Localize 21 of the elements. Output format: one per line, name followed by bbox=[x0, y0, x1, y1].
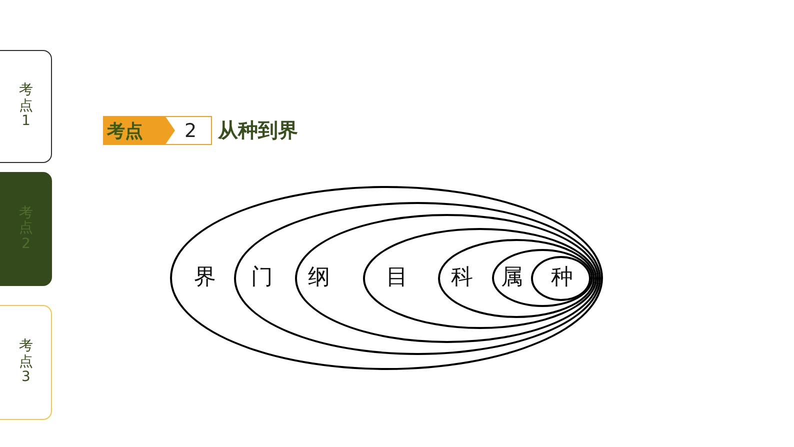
rank-label: 科 bbox=[451, 267, 473, 289]
rank-ellipse bbox=[492, 249, 593, 307]
section-badge: 考点 bbox=[103, 116, 175, 145]
section-tab bbox=[0, 172, 52, 286]
rank-ellipse bbox=[438, 238, 595, 318]
rank-label: 属 bbox=[501, 267, 523, 289]
rank-ellipse bbox=[531, 256, 591, 300]
rank-label: 门 bbox=[251, 267, 273, 289]
rank-ellipse bbox=[170, 186, 603, 370]
rank-ellipse bbox=[295, 214, 599, 342]
section-title: 从种到界 bbox=[218, 117, 298, 144]
tab-label: 考点1 bbox=[19, 83, 33, 130]
rank-label: 种 bbox=[551, 267, 573, 289]
rank-label: 目 bbox=[386, 267, 408, 289]
rank-ellipse bbox=[234, 202, 601, 354]
tab-label: 考点3 bbox=[19, 339, 33, 386]
section-tab bbox=[0, 50, 52, 163]
rank-label: 纲 bbox=[308, 267, 330, 289]
rank-ellipse bbox=[363, 228, 597, 328]
section-tab bbox=[0, 305, 52, 420]
rank-label: 界 bbox=[194, 267, 216, 289]
